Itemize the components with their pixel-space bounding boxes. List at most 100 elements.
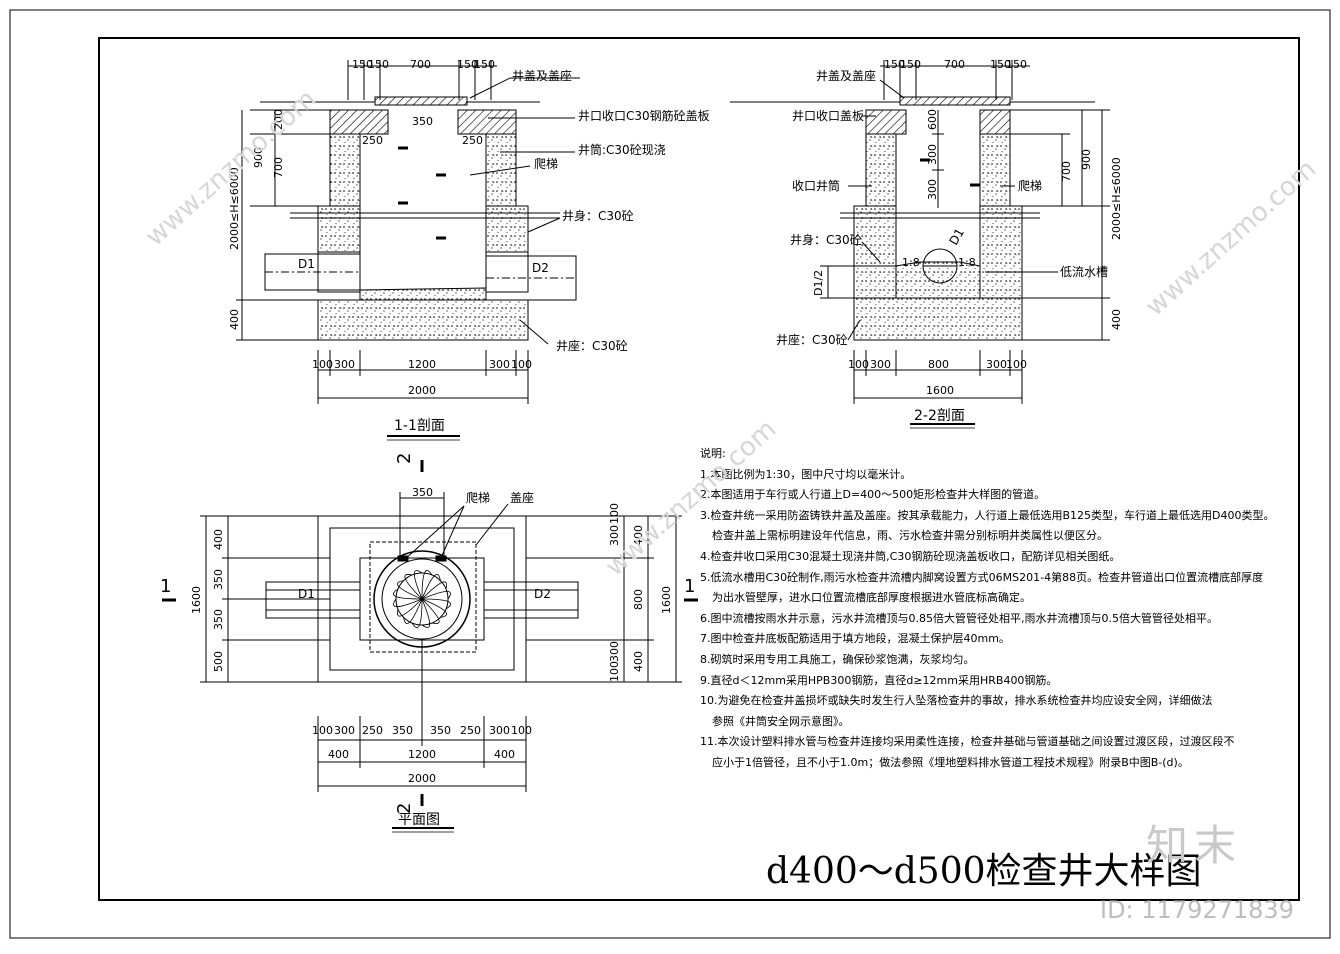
s1-dim-350: 350 [412,115,433,128]
s1-label-ladder: 爬梯 [534,157,558,171]
note-5b: 为出水管壁厚，进水口位置流槽底部厚度根据进水管底标高确定。 [712,591,1031,605]
cover-petal [397,580,423,600]
cover-petal [421,581,447,600]
cover-petal [421,598,451,610]
note-4: 4.检查井收口采用C30混凝土现浇井筒,C30钢筋砼现浇盖板收口，配筋详见相关图… [700,549,1121,563]
cover-petal [411,598,423,628]
outer-frame [9,9,1331,939]
s1-caption: 1-1剖面 [394,418,445,434]
plan-dim-right-3: 400 [632,525,645,546]
s1-dim-top-5: 150 [474,58,495,71]
s1-dim-top-4: 150 [457,58,478,71]
s2-dim-right-2: 900 [1080,149,1093,170]
s2-label-slope-left: 1:8 [902,256,920,269]
s2-label-d1half: D1/2 [812,270,825,296]
plan-dim-bot-7: 300 [489,724,510,737]
plan-label-d1: D1 [298,587,315,601]
plan-dim-bot2-1: 400 [328,748,349,761]
s2-dim-right-1: 700 [1060,161,1073,182]
s2-dim-top-5: 150 [1006,58,1027,71]
plan-label-ladder: 爬梯 [466,491,490,505]
plan-cut-bottom: 2 [394,803,415,814]
s2-label-ladder: 爬梯 [1018,179,1042,193]
plan-dim-left-5: 1600 [190,586,203,614]
s2-dim-top-3: 700 [944,58,965,71]
notes-block: 说明: 1.本图比例为1:30，图中尺寸均以毫米计。 2.本图适用于车行或人行道… [700,444,1310,774]
note-11b: 应小于1倍管径，且不小于1.0m；做法参照《埋地塑料排水管道工程技术规程》附录B… [712,755,1189,769]
s2-dim-top-1: 150 [884,58,905,71]
s1-dim-bot-4: 300 [489,358,510,371]
plan-dim-right-7: 300 [608,641,621,662]
s1-label-cover: 井盖及盖座 [512,68,572,83]
plan-label-seat: 盖座 [510,490,534,505]
s2-dim-right-4: 400 [1110,309,1123,330]
cover-petal [421,598,431,628]
s2-dim-inner-3: 300 [926,179,939,200]
plan-dim-bot-8: 100 [511,724,532,737]
plan-label-d2: D2 [534,587,551,601]
plan-dim-bot-2: 300 [334,724,355,737]
plan-dim-right-5: 400 [632,651,645,672]
note-5: 5.低流水槽用C30砼制作,雨污水检查井流槽内脚窝设置方式06MS201-4第8… [700,570,1264,584]
plan-cut-left: 1 [160,576,171,597]
s1-dim-bot-3: 1200 [408,358,436,371]
plan-dim-right-6: 100 [608,661,621,682]
s1-dim-left-5: 400 [228,309,241,330]
s2-label-channel: 低流水槽 [1060,265,1108,279]
note-8: 8.砌筑时采用专用工具施工，确保砂浆饱满，灰浆均匀。 [700,652,975,666]
s1-dim-left-2: 700 [272,157,285,178]
plan-dim-left-3: 350 [212,609,225,630]
plan-dim-350: 350 [412,486,433,499]
s1-label-d1: D1 [298,257,315,271]
s2-dim-bot-4: 300 [986,358,1007,371]
cover-petal [421,570,433,600]
s2-dim-top-2: 150 [900,58,921,71]
s1-dim-top-2: 150 [368,58,389,71]
s2-dim-total: 1600 [926,384,954,397]
plan-dim-bot2-2: 1200 [408,748,436,761]
s1-dim-total: 2000 [408,384,436,397]
plan-cut-top: 2 [394,453,415,464]
watermark-id: ID: 1179271839 [1100,896,1294,924]
note-10b: 参照《井筒安全网示意图》。 [712,714,850,728]
plan-dim-left-1: 400 [212,529,225,550]
s1-dim-bot-1: 100 [312,358,333,371]
plan-dim-bot-5: 350 [430,724,451,737]
s2-dim-bot-2: 300 [870,358,891,371]
plan-dim-right-2: 100 [608,503,621,524]
note-1: 1.本图比例为1:30，图中尺寸均以毫米计。 [700,467,912,481]
inner-frame [98,37,1300,901]
s2-label-d1: D1 [946,226,967,248]
s1-dim-left-1: 200 [272,109,285,130]
cover-petals [393,570,451,628]
cover-petal [421,574,441,600]
cover-petal [404,574,423,600]
plan-dim-right-1: 300 [608,525,621,546]
note-10: 10.为避免在检查井盖损坏或缺失时发生行人坠落检查井的事故，排水系统检查井均应设… [700,694,1213,708]
note-9: 9.直径d＜12mm采用HPB300钢筋，直径d≥12mm采用HRB400钢筋。 [700,673,1058,687]
plan-dim-bot-1: 100 [312,724,333,737]
s1-dim-top-1: 150 [352,58,373,71]
plan-dim-left-4: 500 [212,651,225,672]
plan-dim-right-8: 1600 [660,586,673,614]
s2-dim-inner-2: 300 [926,144,939,165]
plan-dim-bot2-3: 400 [494,748,515,761]
s1-dim-250a: 250 [362,134,383,147]
s2-dim-inner-1: 600 [926,109,939,130]
note-3: 3.检查井统一采用防盗铸铁井盖及盖座。按其承载能力，人行道上最低选用B125类型… [700,508,1275,522]
s1-dim-top-3: 700 [410,58,431,71]
s2-label-slab: 井口收口盖板 [792,109,864,123]
s2-dim-bot-1: 100 [848,358,869,371]
s1-label-shaft: 井筒:C30砼现浇 [578,142,666,157]
plan-dim-bot-3: 250 [362,724,383,737]
s1-dim-left-4: 2000≤H≤6000 [228,167,241,250]
s2-label-cover: 井盖及盖座 [816,68,876,83]
s1-dim-bot-2: 300 [334,358,355,371]
cover-petal [421,598,447,618]
plan-dim-bot-4: 350 [392,724,413,737]
s1-label-slab: 井口收口C30钢筋砼盖板 [578,108,710,123]
s2-caption: 2-2剖面 [914,408,965,424]
section-2-2 [730,60,1110,429]
cover-petal [421,598,440,624]
